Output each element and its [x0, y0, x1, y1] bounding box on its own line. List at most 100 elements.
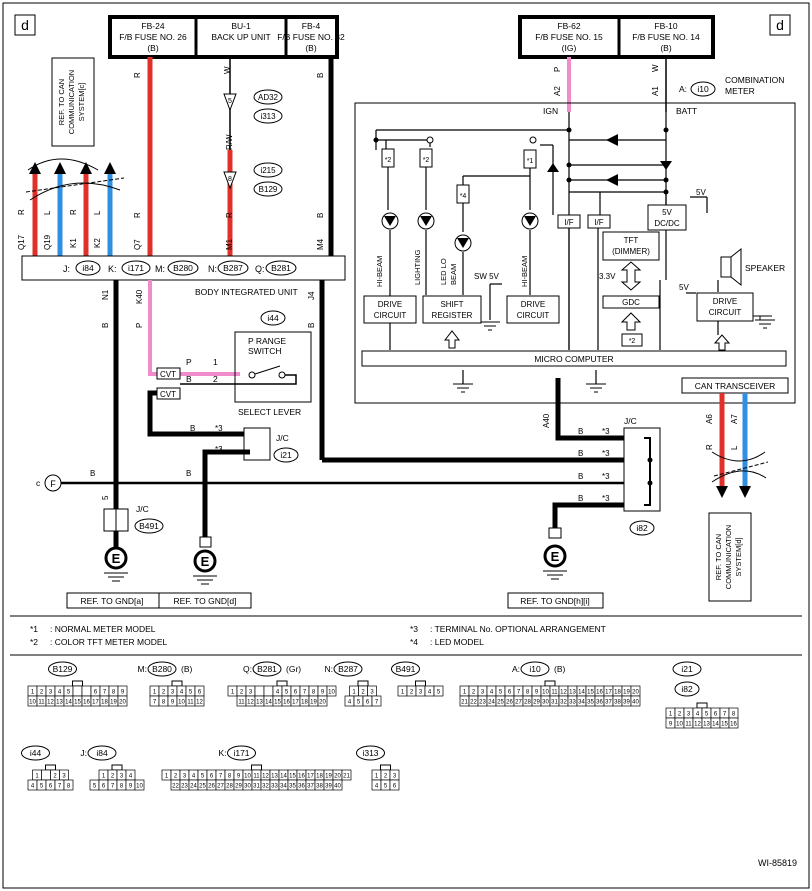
- note-text: : COLOR TFT METER MODEL: [50, 637, 168, 647]
- pin-number: 2: [384, 774, 388, 780]
- cvt-connector: [156, 367, 181, 380]
- pin-number: 27: [515, 700, 522, 706]
- pin-number: 6: [508, 690, 512, 696]
- gnd-ref-box: [507, 592, 604, 609]
- pin-number: 23: [479, 700, 486, 706]
- corner-box-right: [769, 14, 791, 36]
- model-mark: *2: [629, 338, 636, 345]
- wire-label: W: [223, 66, 232, 74]
- wire-label: R: [69, 209, 78, 215]
- pin-number: 21: [461, 700, 468, 706]
- connector-prefix: J:: [80, 748, 87, 758]
- pin-number: 1: [31, 690, 35, 696]
- jc-label: J/C: [276, 433, 289, 443]
- if-box: [557, 214, 581, 229]
- connector-prefix: N:: [325, 664, 334, 674]
- pin-number: 5: [67, 690, 71, 696]
- pin-number: 5: [499, 690, 503, 696]
- pin-number: 24: [190, 784, 197, 790]
- wire-label: B: [578, 494, 583, 503]
- ground-symbol-a: [104, 546, 128, 582]
- pin-number: 19: [623, 690, 630, 696]
- corner-label-right: d: [776, 17, 784, 33]
- block-label: CAN TRANSCEIVER: [695, 381, 776, 391]
- fuse-name: F/B FUSE NO. 26: [119, 32, 187, 42]
- connector-id: B491: [396, 664, 416, 674]
- connector-id: B491: [139, 521, 159, 531]
- fuse-id: FB-4: [302, 21, 321, 31]
- pin-number: 13: [703, 722, 710, 728]
- ground-symbol: [480, 321, 500, 331]
- pin-number: 37: [605, 700, 612, 706]
- pin-number: 33: [569, 700, 576, 706]
- connector-suffix: (Gr): [286, 664, 301, 674]
- fuse-id: FB-24: [141, 21, 164, 31]
- pin-number: 1: [165, 774, 169, 780]
- block-label: TFT: [624, 236, 639, 245]
- pin-label: A1: [651, 86, 660, 96]
- pin-number: 20: [119, 700, 126, 706]
- connector-id: B129: [53, 664, 73, 674]
- pin-number: 5: [705, 712, 709, 718]
- connector-prefix: A:: [679, 84, 687, 94]
- wire-label: L: [730, 445, 739, 450]
- pin-number: 9: [171, 700, 175, 706]
- can-ref-line: REF. TO CAN: [714, 534, 723, 580]
- jc-label: J/C: [624, 416, 637, 426]
- wire-black-a40: [555, 378, 640, 441]
- pin-number: 3: [120, 774, 124, 780]
- pin-number: 3: [481, 690, 485, 696]
- note-text: : LED MODEL: [430, 637, 484, 647]
- select-lever-label: SELECT LEVER: [238, 407, 301, 417]
- can-wires-left: [25, 158, 125, 256]
- pin-number: 22: [470, 700, 477, 706]
- pin-number: 7: [375, 700, 379, 706]
- cvt-label: CVT: [160, 370, 176, 379]
- pin-number: 11: [253, 774, 260, 780]
- pin-number: 17: [307, 774, 314, 780]
- pin-number: 5: [201, 774, 205, 780]
- pin-number: 13: [256, 700, 263, 706]
- pin-number: 1: [35, 774, 39, 780]
- pin-number: 11: [685, 722, 692, 728]
- model-mark: *2: [385, 157, 392, 164]
- pin-label: Q19: [43, 234, 52, 250]
- gdc-box: [602, 295, 660, 309]
- pin-label: A6: [705, 414, 714, 424]
- pin-number: 11: [187, 700, 194, 706]
- pin-number: 18: [301, 700, 308, 706]
- pin-number: 3: [687, 712, 691, 718]
- pin-number: 9: [237, 774, 241, 780]
- wire-black-i82-gnd: [552, 502, 640, 528]
- block-label: CIRCUIT: [709, 308, 742, 317]
- fuse-rating: (B): [305, 43, 317, 53]
- pin-number: 3: [419, 690, 423, 696]
- pin-number: 16: [730, 722, 737, 728]
- pin-number: 7: [517, 690, 521, 696]
- terminal-mark: *3: [215, 424, 223, 433]
- model-mark: *4: [460, 193, 467, 200]
- pin-label: Q17: [17, 234, 26, 250]
- pin-number: 4: [696, 712, 700, 718]
- pin-number: 32: [262, 784, 269, 790]
- body-unit-label: BODY INTEGRATED UNIT: [195, 287, 298, 297]
- wire-label: R/W: [225, 134, 234, 150]
- pin-number: 1: [102, 774, 106, 780]
- pin-number: 7: [723, 712, 727, 718]
- connector-id: i171: [233, 748, 249, 758]
- pin-number: 26: [208, 784, 215, 790]
- wire-label: R: [133, 212, 142, 218]
- can-ref-line: SYSTEM[d]: [734, 537, 743, 576]
- connector-id: B281: [257, 664, 277, 674]
- wire-label: B: [578, 449, 583, 458]
- pin-number: 1: [153, 690, 157, 696]
- block-label: (DIMMER): [612, 247, 650, 256]
- pin-number: 6: [366, 700, 370, 706]
- pin-number: 11: [551, 690, 558, 696]
- pin-label: A40: [542, 413, 551, 428]
- pin-number: 4: [490, 690, 494, 696]
